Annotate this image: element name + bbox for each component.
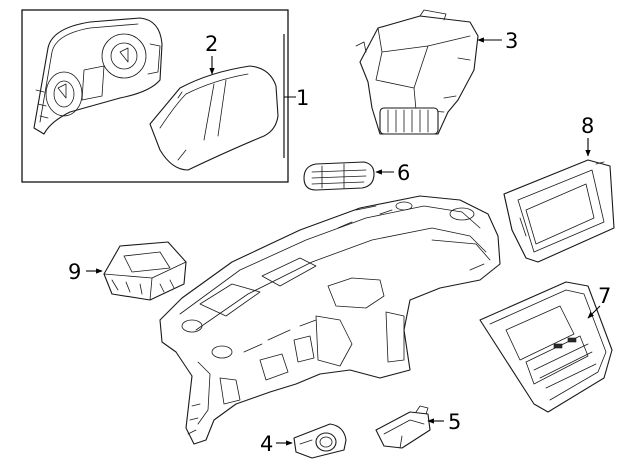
callout-9: 9 bbox=[68, 260, 81, 284]
callout-6: 6 bbox=[397, 161, 410, 185]
callout-7: 7 bbox=[598, 284, 611, 308]
cluster-group-box bbox=[21, 9, 289, 183]
instrument-panel-part bbox=[159, 195, 501, 445]
center-vent-part bbox=[303, 161, 375, 191]
climate-control-part bbox=[479, 281, 613, 413]
callout-1-bracket bbox=[283, 34, 296, 158]
display-screen-part bbox=[503, 159, 615, 263]
callout-4: 4 bbox=[260, 432, 273, 456]
callout-7-leader bbox=[587, 305, 601, 319]
callout-5: 5 bbox=[448, 410, 461, 434]
callout-8: 8 bbox=[581, 114, 594, 138]
instrument-cluster-part bbox=[33, 17, 163, 135]
cluster-lens-part bbox=[149, 65, 279, 171]
callout-3: 3 bbox=[505, 29, 518, 53]
hvac-unit-part bbox=[355, 9, 479, 135]
control-module-part bbox=[103, 241, 187, 301]
callout-2: 2 bbox=[205, 32, 218, 56]
callout-1: 1 bbox=[296, 86, 309, 110]
sensor-switch-part bbox=[375, 405, 431, 449]
start-button-part bbox=[293, 423, 347, 459]
